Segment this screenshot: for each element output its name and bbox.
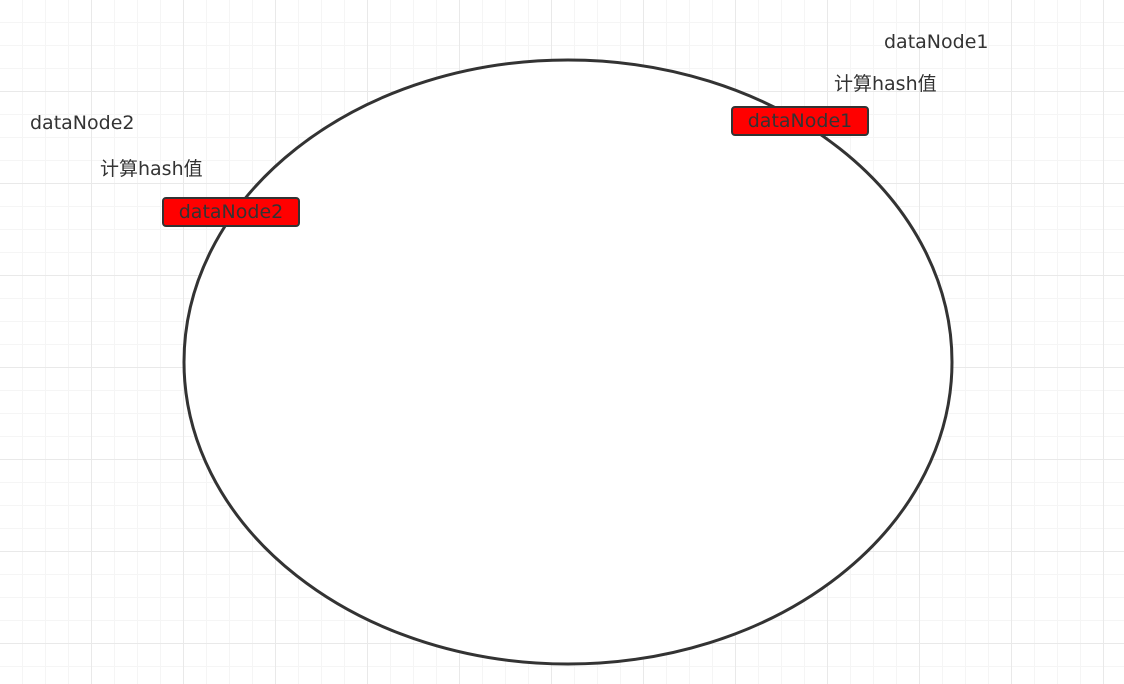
datanode1-box-label: dataNode1 [747, 109, 853, 132]
datanode1-name-label: dataNode1 [884, 31, 989, 53]
datanode1-hash-label: 计算hash值 [834, 73, 937, 95]
datanode2-box[interactable]: dataNode2 [162, 197, 300, 227]
datanode1-box[interactable]: dataNode1 [731, 106, 869, 136]
datanode2-hash-label: 计算hash值 [100, 158, 203, 180]
datanode2-name-label: dataNode2 [30, 112, 135, 134]
hash-ring [182, 58, 954, 666]
datanode2-box-label: dataNode2 [178, 200, 284, 223]
